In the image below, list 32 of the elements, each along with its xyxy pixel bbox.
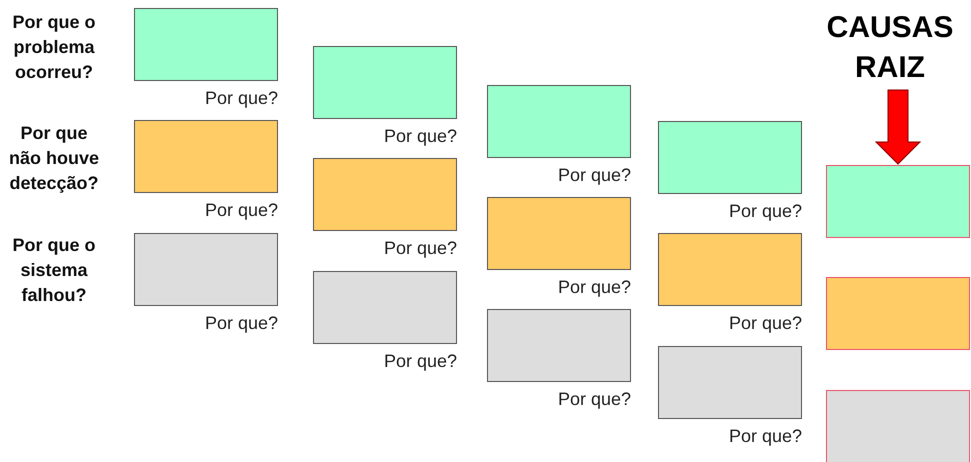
question-text: Por que? <box>204 313 278 334</box>
row-label: Por que o problema ocorreu? <box>11 11 96 84</box>
empty-box <box>826 165 970 238</box>
question-text: Por que? <box>558 277 631 298</box>
question-text: Por que? <box>558 389 631 410</box>
question-text: Por que? <box>728 426 802 447</box>
empty-box <box>658 346 802 419</box>
empty-box <box>487 309 631 382</box>
question-text: Por que? <box>384 126 457 147</box>
empty-box <box>313 46 457 119</box>
empty-box <box>134 8 278 81</box>
empty-box <box>134 120 278 193</box>
empty-box <box>487 85 631 158</box>
row-label: Por que não houve detecção? <box>8 122 100 195</box>
row-label: Por que o sistema falhou? <box>11 234 96 307</box>
question-text: Por que? <box>728 201 802 222</box>
empty-box <box>313 271 457 344</box>
question-text: Por que? <box>728 313 802 334</box>
heading-text: CAUSAS RAIZ <box>805 8 971 88</box>
question-text: Por que? <box>558 165 631 186</box>
question-text: Por que? <box>204 200 278 221</box>
empty-box <box>658 233 802 306</box>
question-text: Por que? <box>384 351 457 372</box>
empty-box <box>826 277 970 350</box>
question-text: Por que? <box>384 238 457 259</box>
empty-box <box>658 121 802 194</box>
empty-box <box>826 390 970 462</box>
arrow <box>874 90 922 165</box>
empty-box <box>487 197 631 270</box>
empty-box <box>313 158 457 231</box>
empty-box <box>134 233 278 306</box>
question-text: Por que? <box>204 88 278 109</box>
